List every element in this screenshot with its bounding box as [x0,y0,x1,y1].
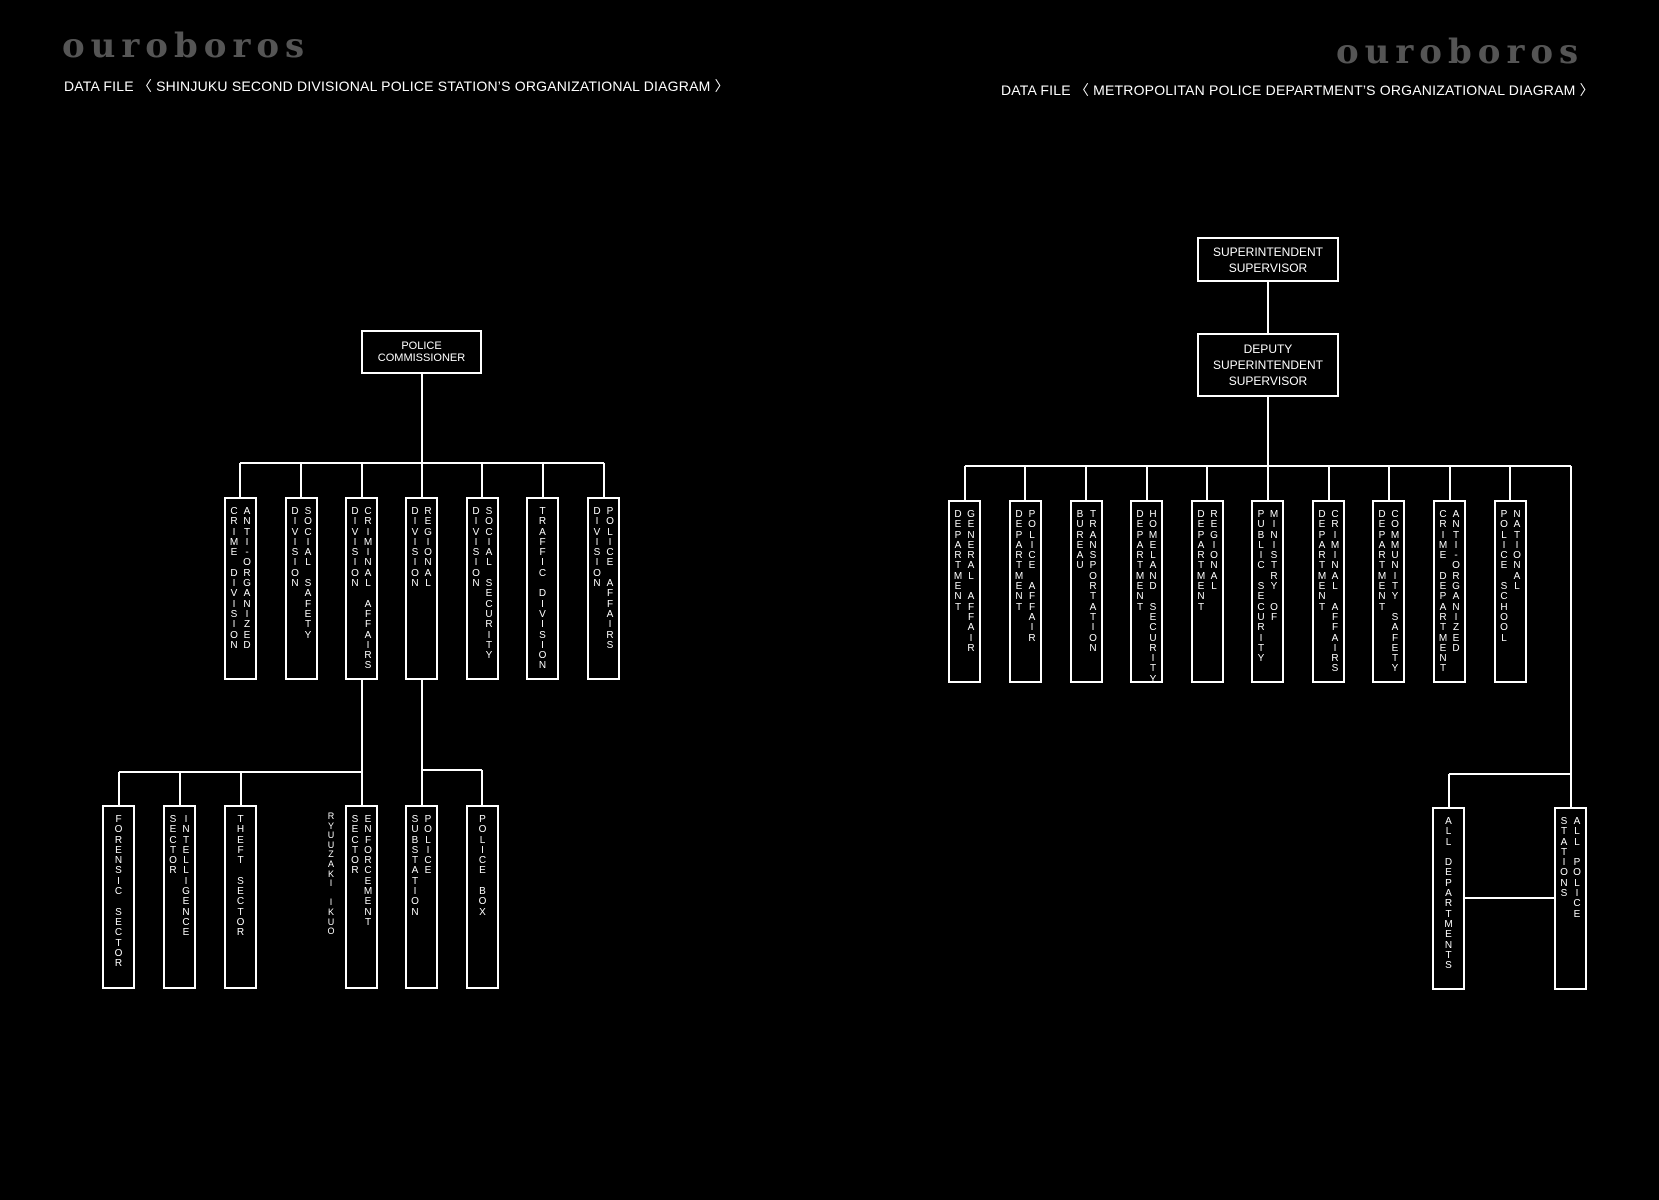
ouroboros-logo-right: ouroboros [1336,32,1585,72]
deputy-superintendent-supervisor-box: DEPUTY SUPERINTENDENT SUPERVISOR [1197,333,1339,397]
ouroboros-logo-left: ouroboros [62,26,311,66]
right-diagram-title: DATA FILE 〈 METROPOLITAN POLICE DEPARTME… [1001,82,1594,98]
left-diagram-title: DATA FILE 〈 SHINJUKU SECOND DIVISIONAL P… [64,78,729,94]
superintendent-supervisor-box: SUPERINTENDENT SUPERVISOR [1197,237,1339,282]
police-commissioner-box: POLICE COMMISSIONER [361,330,482,374]
